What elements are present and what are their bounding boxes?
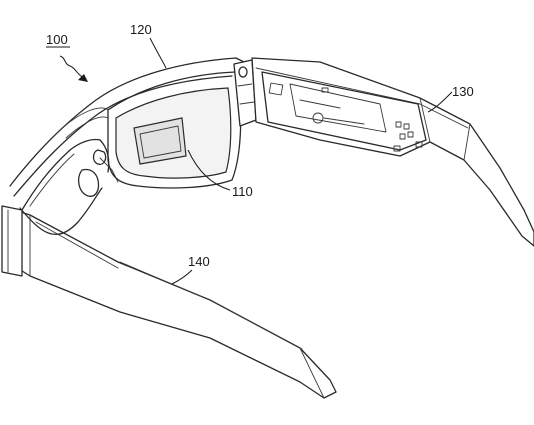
- arrow-head: [78, 74, 88, 82]
- label-right-temple: 130: [452, 84, 474, 99]
- label-frame: 120: [130, 22, 152, 37]
- left-temple: [1, 205, 337, 399]
- label-110: 110: [187, 149, 253, 199]
- label-120: 120: [130, 22, 167, 69]
- label-100: 100: [46, 32, 88, 82]
- label-140: 140: [171, 254, 210, 285]
- display-panel: [133, 117, 187, 165]
- frame-body: [9, 57, 245, 236]
- label-left-temple: 140: [188, 254, 210, 269]
- hinge: [233, 59, 257, 127]
- label-130: 130: [427, 84, 474, 113]
- right-temple: [251, 57, 534, 247]
- label-display: 110: [232, 184, 253, 199]
- label-device: 100: [46, 32, 68, 47]
